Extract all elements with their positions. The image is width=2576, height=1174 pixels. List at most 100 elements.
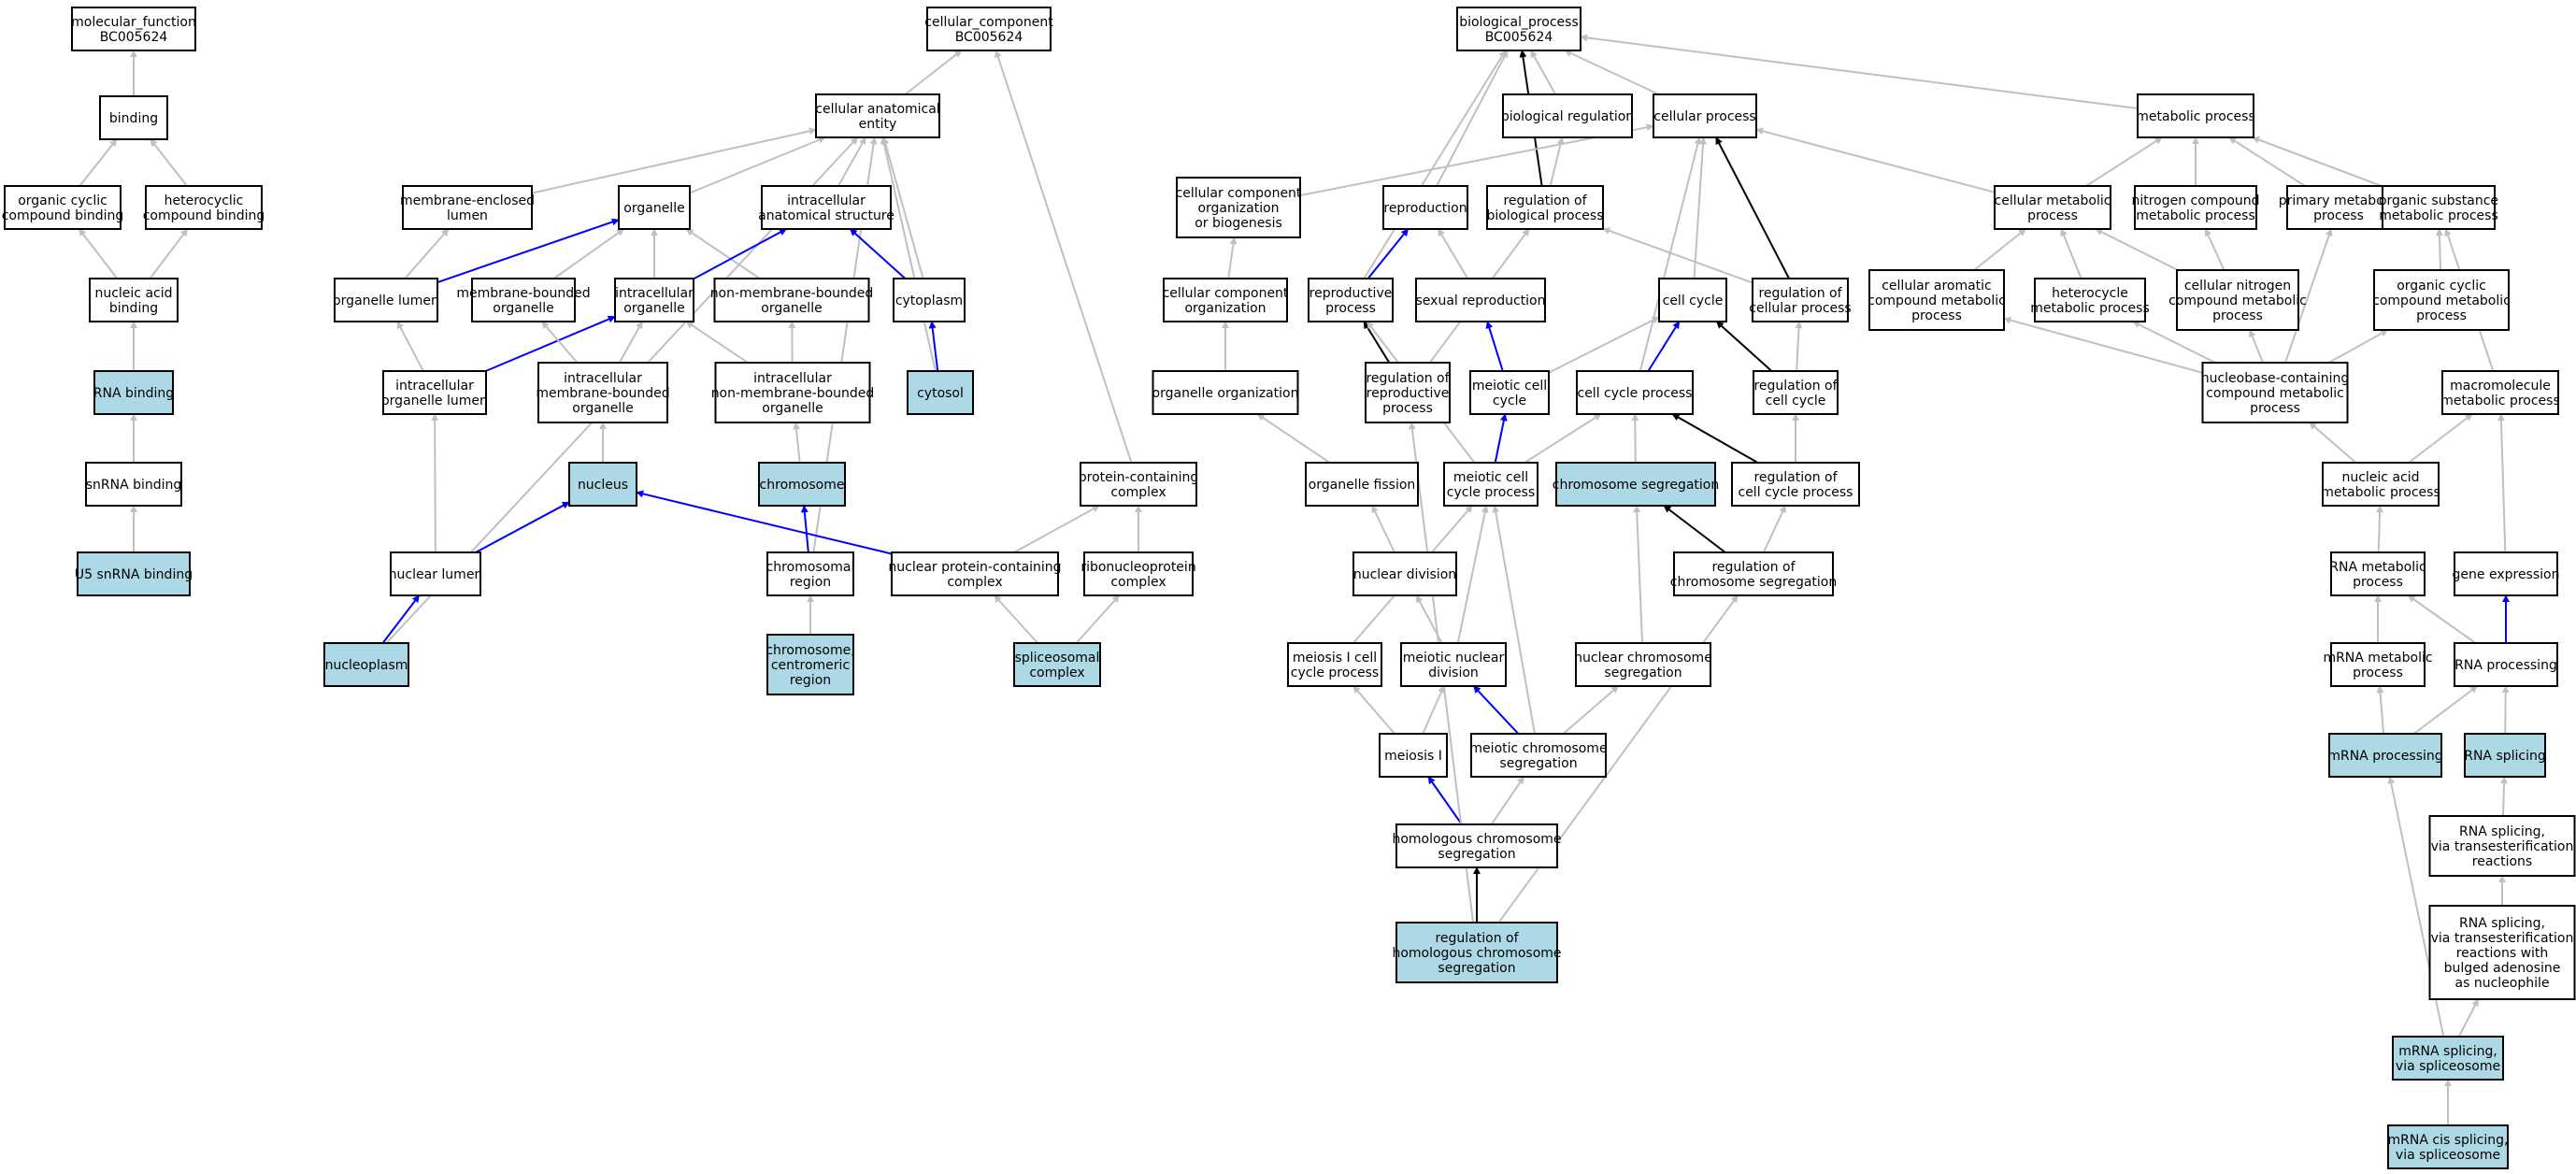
term-node-binding[interactable]: binding [99,95,168,140]
term-node-chromosome[interactable]: chromosome [758,462,846,507]
term-node-meiosis1[interactable]: meiosis I [1379,733,1448,778]
term-label: chromosome [760,478,845,493]
term-node-bioreg[interactable]: biological regulation [1501,93,1634,138]
term-node-msvs[interactable]: mRNA splicing,via spliceosome [2392,1036,2504,1081]
term-node-mcsvs[interactable]: mRNA cis splicing,via spliceosome [2387,1124,2509,1169]
term-node-sexrep[interactable]: sexual reproduction [1415,278,1546,322]
term-box [1731,462,1860,507]
term-node-u5[interactable]: U5 snRNA binding [75,551,193,596]
term-node-cellcycle[interactable]: cell cycle [1658,278,1727,322]
term-node-ccp[interactable]: cell cycle process [1576,370,1694,415]
term-node-organelle[interactable]: organelle [618,185,691,230]
term-node-rsvtr[interactable]: RNA splicing,via transesterificationreac… [2428,815,2576,877]
term-box [1083,551,1194,596]
term-node-orgfis[interactable]: organelle fission [1305,462,1419,507]
term-box [145,185,263,230]
term-node-rnasplice[interactable]: RNA splicing [2464,733,2546,778]
edge-is-a [1456,505,1489,644]
term-label: process [1911,308,1962,323]
term-node-snrnab[interactable]: snRNA binding [85,462,182,507]
term-node-inmbo[interactable]: intracellularnon-membrane-boundedorganel… [711,362,875,423]
term-node-rsvtrba[interactable]: RNA splicing,via transesterificationreac… [2428,905,2576,1000]
term-node-rnab[interactable]: RNA binding [93,370,174,415]
term-node-nucleus[interactable]: nucleus [568,462,637,507]
term-node-nuclum[interactable]: nuclear lumen [389,551,483,596]
term-node-nucdiv[interactable]: nuclear division [1352,551,1457,596]
term-node-chrseg[interactable]: chromosome segregation [1553,462,1720,507]
term-label: cytoplasm [895,294,963,308]
term-box [1502,93,1633,138]
term-node-nucleoplasm[interactable]: nucleoplasm [323,642,409,687]
edge-part-of [381,594,421,644]
term-node-geneexp[interactable]: gene expression [2453,551,2560,596]
term-label: metabolic process [2136,208,2255,223]
term-node-cellproc[interactable]: cellular process [1653,93,1757,138]
edge-is-a [2407,594,2477,644]
term-node-cytoplasm[interactable]: cytoplasm [893,278,966,322]
term-node-rnaproc[interactable]: RNA processing [2454,642,2558,687]
term-node-repro[interactable]: reproduction [1382,185,1468,230]
term-label: reactions [2472,854,2532,869]
edge-part-of [1494,413,1508,464]
term-label: intracellular [564,371,642,386]
term-node-metproc[interactable]: metabolic process [2136,93,2255,138]
term-label: compound metabolic [2168,294,2307,308]
term-node-orgorg[interactable]: organelle organization [1152,370,1299,415]
edge-is-a [149,228,189,279]
edge-is-a [1602,227,1753,284]
term-node-orglumen[interactable]: organelle lumen [333,278,439,322]
term-node-cytosol[interactable]: cytosol [907,370,974,415]
term-node-mrnaproc[interactable]: mRNA processing [2327,733,2443,778]
